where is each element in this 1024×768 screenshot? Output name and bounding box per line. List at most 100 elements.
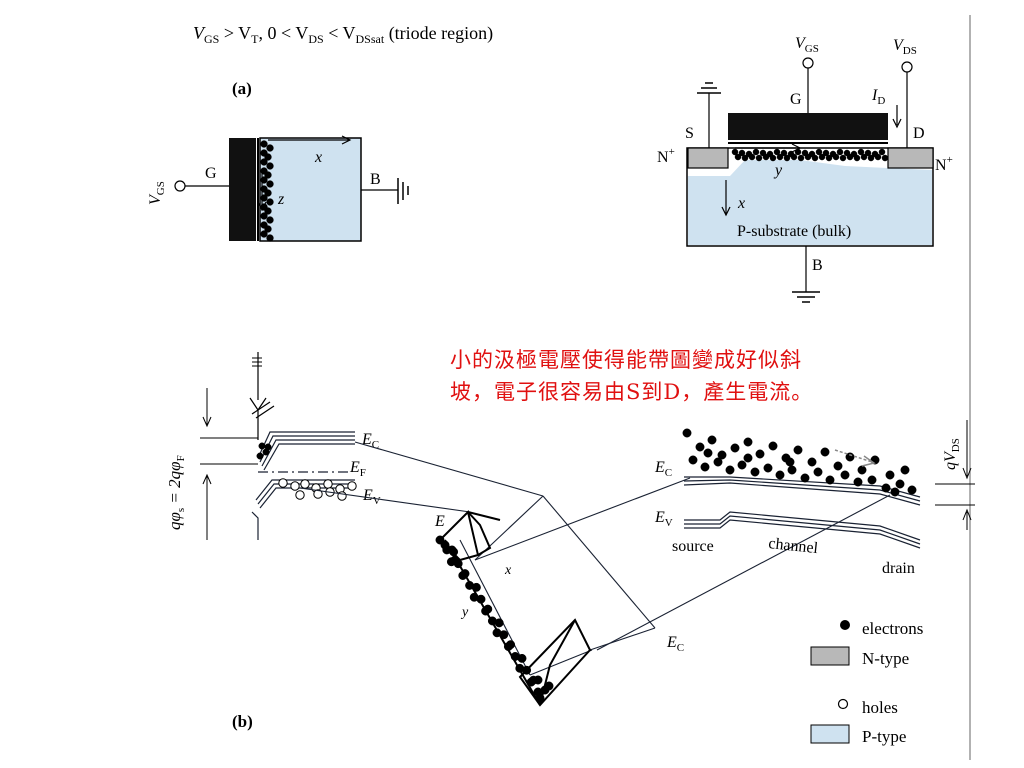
electron — [748, 153, 756, 161]
electron — [750, 467, 760, 477]
electron — [853, 477, 863, 487]
electron — [703, 448, 713, 458]
surface-electrons — [256, 442, 272, 460]
electron — [264, 443, 272, 451]
hole — [313, 489, 323, 499]
electron — [458, 571, 468, 580]
electron — [818, 153, 826, 161]
hole — [300, 479, 310, 489]
electron — [825, 154, 833, 162]
electron — [874, 153, 882, 161]
electron — [450, 555, 460, 565]
electron — [517, 653, 527, 663]
source-label: S — [685, 125, 694, 142]
electron — [264, 171, 272, 179]
electron — [731, 148, 739, 156]
ec-bottom-label: EC — [666, 634, 684, 654]
electron — [793, 445, 803, 455]
tilted-electrons — [435, 535, 554, 703]
ev-left-label: EV — [362, 487, 381, 507]
n-plus-source — [687, 147, 729, 169]
electron — [266, 216, 274, 224]
annotation-line-2: 坡，電子很容易由S到D，產生電流。 — [450, 380, 814, 404]
electron — [797, 154, 805, 162]
gate-label: G — [790, 91, 802, 108]
z-axis-label: z — [277, 191, 285, 208]
electron — [264, 153, 272, 161]
electron — [768, 441, 778, 451]
panel-b-label: (b) — [232, 712, 253, 731]
inversion-electrons — [260, 140, 274, 242]
electron — [860, 153, 868, 161]
drain-label: drain — [882, 560, 915, 577]
bulk-label: B — [812, 257, 823, 274]
ef-label: EF — [349, 459, 366, 479]
bulk-label: B — [370, 171, 381, 188]
electron — [833, 461, 843, 471]
gate-metal — [728, 113, 888, 140]
electron — [785, 457, 795, 467]
electron — [533, 675, 543, 685]
panel-b: qφs = 2qφF EC EF EV — [165, 352, 975, 731]
qphi-dimension: qφs = 2qφF — [165, 388, 258, 540]
valence-holes — [278, 478, 357, 501]
electron — [695, 442, 705, 452]
p-substrate — [688, 160, 932, 245]
electron — [752, 148, 760, 156]
electron — [440, 540, 450, 550]
electron — [864, 149, 872, 157]
x-axis-label: x — [737, 195, 745, 212]
electron — [807, 457, 817, 467]
vgs-terminal — [174, 180, 186, 192]
hole — [290, 481, 300, 491]
legend: electrons N-type holes P-type — [810, 619, 923, 746]
electron — [867, 154, 875, 162]
electron — [815, 148, 823, 156]
gate-electrode — [229, 138, 256, 241]
electron — [895, 479, 905, 489]
electron — [260, 230, 268, 238]
vgs-label: VGS — [147, 181, 167, 205]
electron — [755, 449, 765, 459]
drain-label: D — [913, 125, 925, 142]
annotation-line-1: 小的汲極電壓使得能帶圖變成好似斜 — [450, 348, 802, 372]
electron — [258, 442, 266, 450]
electron — [907, 485, 917, 495]
electron — [813, 467, 823, 477]
electron — [769, 154, 777, 162]
n-plus-right-label: N+ — [935, 154, 953, 174]
electron — [260, 140, 268, 148]
y-axis-label: y — [773, 162, 783, 179]
electron — [763, 463, 773, 473]
electron — [741, 154, 749, 162]
electron — [790, 153, 798, 161]
hole — [295, 490, 305, 500]
electron — [264, 189, 272, 197]
vgs-terminal — [802, 57, 814, 69]
substrate-label: P-substrate (bulk) — [737, 223, 851, 240]
electron — [800, 473, 810, 483]
hole-marker — [837, 698, 849, 710]
id-label: ID — [871, 87, 885, 107]
electron — [717, 450, 727, 460]
electron — [773, 148, 781, 156]
electron — [822, 149, 830, 157]
electron — [738, 149, 746, 157]
chinese-annotation: 小的汲極電壓使得能帶圖變成好似斜 坡，電子很容易由S到D，產生電流。 — [450, 344, 813, 408]
channel-band-electrons — [682, 428, 917, 497]
electron — [700, 462, 710, 472]
electron — [494, 618, 504, 628]
electron — [266, 162, 274, 170]
ec-left-label: EC — [361, 431, 379, 451]
mosfet-cross-section: VGS G VDS ID S D N+ N+ y x P-substrate (… — [657, 35, 953, 303]
electron — [266, 144, 274, 152]
y-axis-label: y — [460, 605, 469, 620]
electron — [840, 470, 850, 480]
electron — [688, 455, 698, 465]
electron — [853, 154, 861, 162]
electron — [775, 470, 785, 480]
electron — [476, 594, 486, 604]
electron — [535, 693, 545, 703]
electron — [737, 460, 747, 470]
hole — [323, 479, 333, 489]
